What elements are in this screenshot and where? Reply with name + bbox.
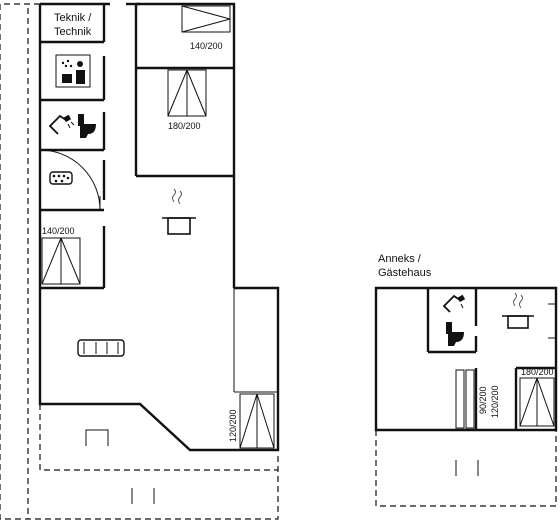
- bed-140-left: 140/200: [41, 226, 81, 285]
- bed-120: 120/200: [228, 393, 275, 449]
- sofa-icon: [77, 339, 125, 357]
- annex-title-1: Anneks /: [378, 253, 422, 265]
- bed-size-label: 180/200: [521, 367, 554, 377]
- annex-bed-180: 180/200: [519, 367, 555, 427]
- toilet-icon: [446, 322, 464, 346]
- annex-bed-bunk: 90/200 120/200: [455, 369, 500, 429]
- bed-size-label: 120/200: [490, 385, 500, 418]
- entrance-step: [85, 429, 109, 446]
- annex-title-2: Gästehaus: [378, 267, 432, 279]
- bed-140-top: 140/200: [181, 5, 231, 51]
- bed-180: 180/200: [167, 69, 207, 131]
- shower-icon: [48, 114, 75, 135]
- bed-size-label: 140/200: [42, 226, 75, 236]
- main-house: [0, 2, 280, 520]
- bed-size-label: 90/200: [478, 386, 488, 414]
- bed-size-label: 140/200: [190, 41, 223, 51]
- bed-size-label: 120/200: [228, 409, 238, 442]
- sauna-icon: [55, 54, 91, 88]
- kitchen-pot-icon: [502, 292, 534, 329]
- main-house-walls: [38, 2, 280, 452]
- technik-label-de: Teknik /: [54, 12, 92, 24]
- bed-size-label: 180/200: [168, 121, 201, 131]
- annex-house: [374, 286, 558, 507]
- door-arc: [39, 149, 101, 211]
- kitchen-pot-icon: [162, 188, 196, 235]
- shower-icon: [442, 294, 466, 313]
- toilet-icon: [78, 114, 96, 138]
- whirlpool-icon: [49, 171, 73, 185]
- technik-label-en: Technik: [54, 26, 92, 38]
- terrace-outline: [0, 3, 279, 520]
